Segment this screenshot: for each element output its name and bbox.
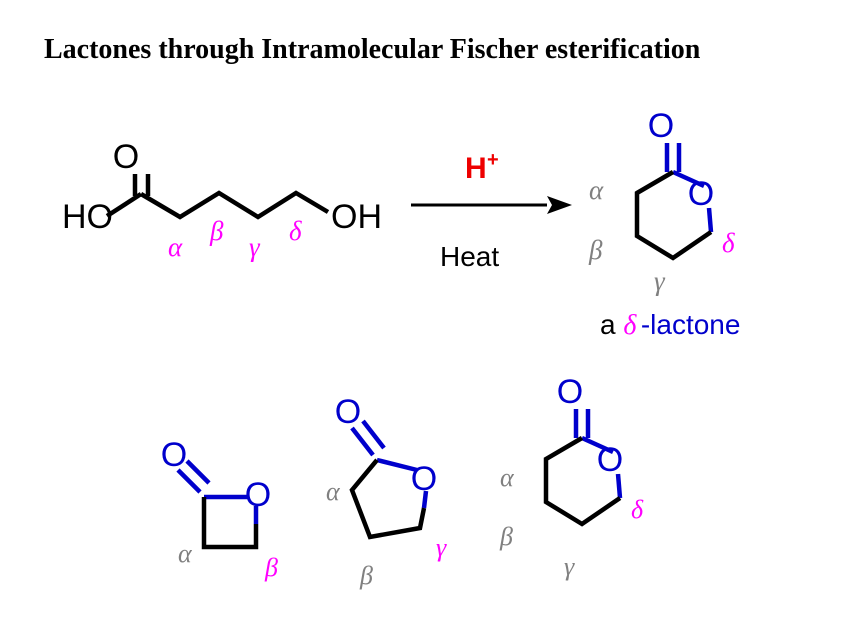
reactant-label-gamma: γ <box>249 232 261 262</box>
reactant-structure: HO O OH α β γ δ <box>62 138 382 262</box>
beta-lactone-label-beta: β <box>264 553 278 582</box>
gamma-lactone-acyl-oxygen-bond <box>376 457 418 473</box>
product-ring-oxygen-label: O <box>688 175 714 213</box>
reaction-arrow-head <box>547 196 572 214</box>
carbon-chain-zigzag <box>139 190 330 220</box>
delta-lactone-label-beta: β <box>499 522 513 551</box>
beta-lactone-ring-oxygen-label: O <box>245 476 271 514</box>
gamma-lactone-label-alpha: α <box>326 477 341 506</box>
delta-lactone-ring-oxygen-label: O <box>597 441 623 479</box>
carbonyl-oxygen-label: O <box>113 138 139 176</box>
gamma-lactone-carbonyl-bond-inner <box>361 419 386 450</box>
delta-lactone-label-delta: δ <box>631 495 644 524</box>
product-delta-lactone: O O α β γ δ a δ -lactone <box>588 107 740 341</box>
product-label-beta: β <box>588 235 603 265</box>
gamma-lactone-ring-oxygen-label: O <box>411 460 437 498</box>
product-caption: a δ -lactone <box>600 309 740 341</box>
caption-article: a <box>600 309 623 340</box>
delta-lactone-label-gamma: γ <box>564 552 575 581</box>
caption-greek-delta: δ <box>623 310 637 341</box>
product-ring-carbon-skeleton <box>634 170 713 261</box>
example-gamma-lactone: O O α β γ <box>326 393 447 590</box>
beta-lactone-carbonyl-oxygen-label: O <box>161 436 187 474</box>
delta-lactone-oxygen-delta-bond <box>615 473 623 499</box>
product-carbonyl-oxygen-label: O <box>648 107 674 145</box>
product-label-delta: δ <box>722 228 735 258</box>
reactant-label-beta: β <box>209 216 224 246</box>
example-delta-lactone: O O α β γ δ <box>499 373 644 581</box>
caption-lactone-word: -lactone <box>641 309 741 340</box>
delta-lactone-carbonyl-oxygen-label: O <box>557 373 583 411</box>
product-label-gamma: γ <box>654 266 666 296</box>
gamma-lactone-oxygen-gamma-bond <box>421 490 429 509</box>
gamma-lactone-label-beta: β <box>359 561 373 590</box>
gamma-lactone-label-gamma: γ <box>436 533 447 562</box>
product-label-alpha: α <box>589 175 604 205</box>
reactant-label-delta: δ <box>289 216 302 246</box>
gamma-lactone-carbonyl-oxygen-label: O <box>335 393 361 431</box>
gamma-lactone-carbonyl-bond-outer <box>350 426 375 457</box>
reagent-label-acid: H <box>465 152 487 185</box>
delta-lactone-ring-skeleton <box>543 436 622 527</box>
delta-lactone-label-alpha: α <box>500 463 515 492</box>
example-beta-lactone: O O α β <box>161 436 278 582</box>
reagent-charge-superscript: + <box>487 149 499 171</box>
acid-hydroxyl-label: HO <box>62 198 113 236</box>
beta-lactone-label-alpha: α <box>178 539 193 568</box>
hydroxyl-to-carbonyl-bond <box>105 192 143 218</box>
product-acyl-oxygen-bond <box>672 169 705 189</box>
terminal-hydroxyl-label: OH <box>331 198 382 236</box>
beta-lactone-carbonyl-bond-outer <box>176 468 202 494</box>
gamma-lactone-ring-skeleton <box>349 458 427 540</box>
reaction-conditions-label: Heat <box>440 241 499 272</box>
reactant-label-alpha: α <box>168 232 183 262</box>
page-title: Lactones through Intramolecular Fischer … <box>44 34 701 65</box>
beta-lactone-ring-skeleton <box>201 497 259 550</box>
reaction-arrow-group: H + Heat <box>411 149 572 272</box>
beta-lactone-carbonyl-bond-inner <box>185 459 211 485</box>
product-oxygen-delta-bond <box>706 207 714 233</box>
delta-lactone-acyl-oxygen-bond <box>581 435 614 455</box>
